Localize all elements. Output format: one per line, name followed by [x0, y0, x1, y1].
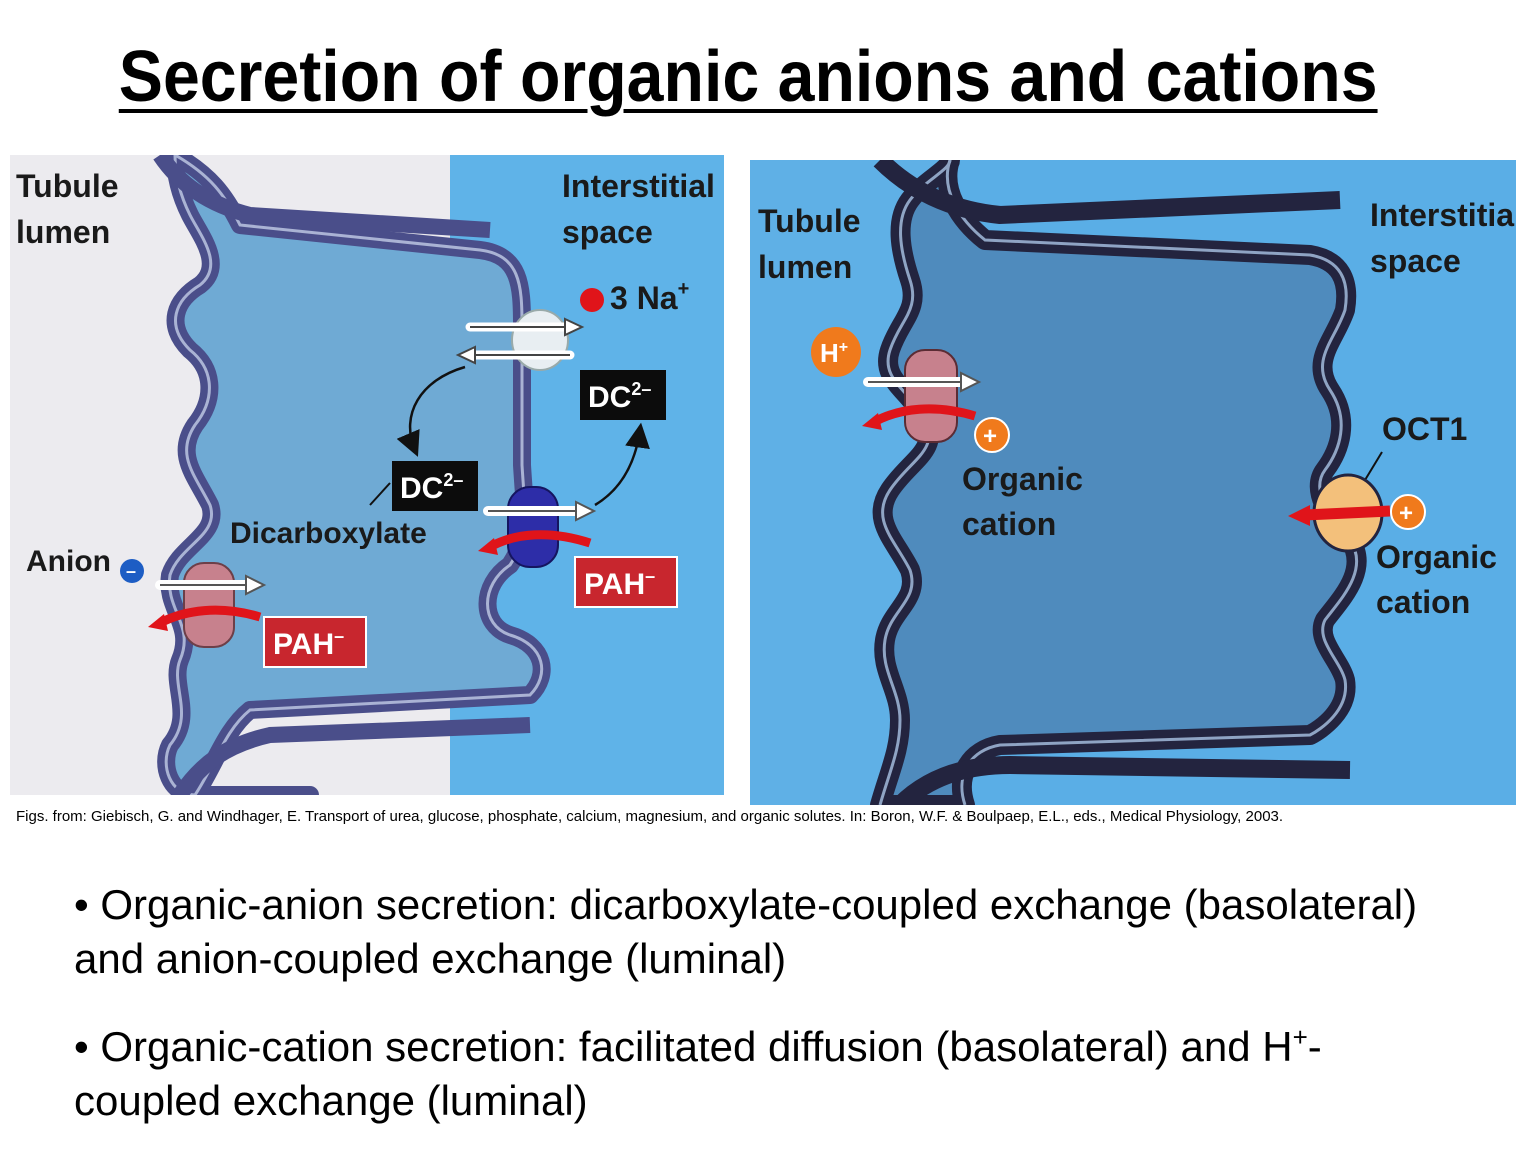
slide-title: Secretion of organic anions and cations	[118, 37, 1378, 117]
oct1-label: OCT1	[1382, 411, 1467, 447]
organic-cation-right-1: Organic	[1376, 539, 1497, 575]
pah-left-label: PAH–	[273, 626, 344, 661]
organic-cation-right-2: cation	[1376, 584, 1470, 620]
plus-right: +	[1399, 500, 1413, 527]
right-lumen-label-1: Tubule	[758, 203, 861, 239]
sodium-label: 3 Na+	[610, 278, 689, 316]
dicarboxylate-label: Dicarboxylate	[230, 517, 427, 550]
lumen-label-1: Tubule	[16, 168, 119, 204]
bullet-cation-secretion: • Organic-cation secretion: facilitated …	[74, 1010, 1454, 1128]
bullet-2-line-1: • Organic-cation secretion: facilitated …	[74, 1022, 1322, 1070]
junction-bottom	[173, 717, 531, 795]
anion-sign: –	[126, 561, 136, 581]
bullet-2-line-2: coupled exchange (luminal)	[74, 1077, 588, 1124]
recycle-arrow-down	[396, 365, 466, 457]
dc-mid-label: DC2–	[400, 470, 463, 505]
dicarboxylate-leader	[369, 482, 391, 506]
sodium-dicarboxylate-cotransporter	[455, 309, 585, 371]
right-junction-top	[873, 160, 1341, 225]
organic-cation-left-1: Organic	[962, 461, 1083, 497]
right-interstitial-label-1: Interstitial	[1370, 197, 1516, 233]
oct1-flux-arrow	[1304, 505, 1391, 521]
sodium-ion-icon	[580, 288, 604, 312]
interstitial-label-2: space	[562, 214, 653, 250]
proton-icon	[811, 327, 861, 377]
oat-exchanger-basolateral	[478, 486, 597, 568]
dc-top-label: DC2–	[588, 379, 651, 414]
organic-cation-icon-left	[974, 417, 1010, 453]
organic-cation-icon-right	[1390, 494, 1426, 530]
bullet-anion-secretion: • Organic-anion secretion: dicarboxylate…	[74, 878, 1454, 986]
pah-box-right	[574, 556, 678, 608]
pah-right-label: PAH–	[584, 566, 655, 601]
bullet-1-line-1: • Organic-anion secretion: dicarboxylate…	[74, 881, 1418, 928]
lumen-label-2: lumen	[16, 214, 110, 250]
right-interstitial-label-2: space	[1370, 243, 1461, 279]
anion-secretion-diagram: Tubule lumen Interstitial space 3 Na+ DC…	[10, 155, 724, 795]
dc-box-mid	[392, 461, 478, 511]
organic-cation-left-2: cation	[962, 506, 1056, 542]
h-oc-exchanger	[862, 349, 982, 443]
dc-box-top	[580, 370, 666, 420]
right-junction-bottom	[893, 755, 1351, 805]
bullet-1-line-2: and anion-coupled exchange (luminal)	[74, 935, 787, 982]
cation-secretion-diagram: Tubule lumen Interstitial space H+ + Org…	[750, 160, 1516, 805]
pah-box-left	[263, 616, 367, 668]
figure-citation: Figs. from: Giebisch, G. and Windhager, …	[16, 808, 1284, 825]
anion-label: Anion	[26, 545, 111, 578]
luminal-anion-exchanger	[148, 562, 267, 648]
plus-left: +	[983, 423, 997, 450]
junction-top	[153, 155, 491, 238]
interstitial-label-1: Interstitial	[562, 168, 715, 204]
anion-icon	[120, 559, 144, 583]
recycle-arrow-up	[594, 422, 650, 507]
right-lumen-label-2: lumen	[758, 249, 852, 285]
proton-label: H+	[820, 338, 848, 368]
right-epithelial-cell	[870, 160, 1367, 805]
